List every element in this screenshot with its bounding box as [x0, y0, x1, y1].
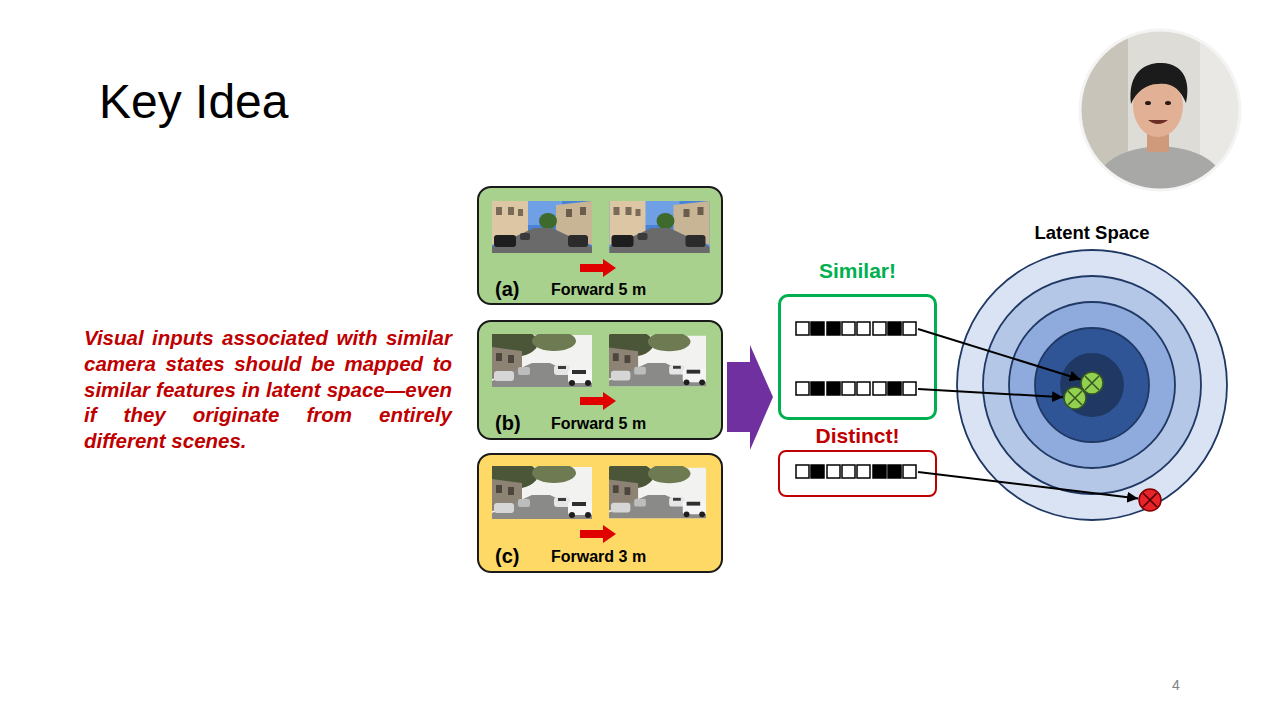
feature-cell — [796, 322, 809, 335]
feature-cell — [842, 465, 855, 478]
latent-point — [1139, 489, 1161, 511]
feature-cell — [888, 382, 901, 395]
feature-cell — [873, 465, 886, 478]
scene-photo — [610, 201, 710, 253]
person-eye — [1165, 101, 1171, 105]
latent-ring — [1061, 354, 1123, 416]
person-eye — [1145, 101, 1151, 105]
case-label: (b) — [495, 412, 521, 435]
presenter-video — [1080, 30, 1240, 190]
connector-layer — [918, 329, 1138, 499]
video-window — [1200, 30, 1240, 190]
feature-cell — [857, 465, 870, 478]
latent-ring — [1035, 328, 1149, 442]
feature-cell — [827, 382, 840, 395]
feature-cell — [811, 322, 824, 335]
scene-photo — [492, 201, 592, 253]
latent-ring — [957, 250, 1227, 520]
feature-cell — [827, 465, 840, 478]
latent-rings — [955, 248, 1229, 522]
person-mouth — [1148, 120, 1168, 124]
feature-cell — [903, 465, 916, 478]
feature-cell — [842, 322, 855, 335]
point-cross — [1143, 493, 1157, 507]
motion-arrow — [580, 525, 616, 543]
point-marker — [1139, 489, 1161, 511]
person-hair — [1131, 63, 1188, 104]
person-neck — [1147, 126, 1169, 152]
feature-vector — [796, 322, 916, 335]
similar-features-box: Similar! — [778, 294, 937, 420]
feature-cell — [857, 382, 870, 395]
feature-cell — [903, 322, 916, 335]
motion-arrow — [580, 259, 616, 277]
feature-cell — [842, 382, 855, 395]
feature-cell — [827, 322, 840, 335]
scene-photo — [486, 329, 592, 387]
motion-arrow — [580, 392, 616, 410]
person-shoulders — [1092, 146, 1228, 190]
case-label: (a) — [495, 278, 519, 301]
feature-cell — [888, 465, 901, 478]
feature-cell — [857, 322, 870, 335]
case-label: (c) — [495, 545, 519, 568]
mapping-arrow-line — [918, 472, 1138, 499]
point-marker — [1081, 372, 1103, 394]
group-heading: Similar! — [751, 259, 964, 283]
key-idea-note: Visual inputs associated with similar ca… — [84, 325, 452, 454]
scene-photo — [603, 330, 706, 386]
page-number: 4 — [1172, 677, 1180, 694]
video-wall — [1080, 30, 1128, 190]
distinct-features-box: Distinct! — [778, 450, 937, 497]
latent-ring — [983, 276, 1201, 494]
feature-cell — [811, 465, 824, 478]
feature-cell — [796, 465, 809, 478]
motion-label: Forward 5 m — [551, 281, 646, 299]
slide-title: Key Idea — [99, 74, 288, 129]
mapping-arrow — [727, 345, 773, 450]
person-face — [1133, 75, 1183, 137]
mapping-arrow-line — [918, 389, 1063, 397]
feature-vector — [796, 382, 916, 395]
latent-point — [1081, 372, 1103, 394]
scene-photo — [603, 462, 706, 518]
video-background — [1080, 30, 1240, 190]
scene-pair-box: (c) Forward 3 m — [477, 453, 723, 573]
point-marker — [1064, 387, 1086, 409]
feature-cell — [811, 382, 824, 395]
feature-cell — [888, 322, 901, 335]
scene-photo — [486, 461, 592, 519]
mapping-arrow-line — [918, 329, 1081, 379]
video-frame — [1080, 30, 1240, 190]
feature-cell — [796, 382, 809, 395]
motion-label: Forward 3 m — [551, 548, 646, 566]
feature-vector — [796, 465, 916, 478]
group-heading: Distinct! — [750, 424, 965, 448]
point-cross — [1068, 391, 1082, 405]
motion-label: Forward 5 m — [551, 415, 646, 433]
latent-space-circle: Latent Space — [955, 222, 1229, 522]
latent-ring — [1009, 302, 1175, 468]
point-cross — [1085, 376, 1099, 390]
scene-pair-box: (a) Forward 5 m — [477, 186, 723, 305]
feature-cell — [873, 382, 886, 395]
space-heading: Latent Space — [935, 222, 1249, 243]
feature-cell — [873, 322, 886, 335]
scene-pair-box: (b) Forward 5 m — [477, 320, 723, 440]
feature-cell — [903, 382, 916, 395]
latent-point — [1064, 387, 1086, 409]
